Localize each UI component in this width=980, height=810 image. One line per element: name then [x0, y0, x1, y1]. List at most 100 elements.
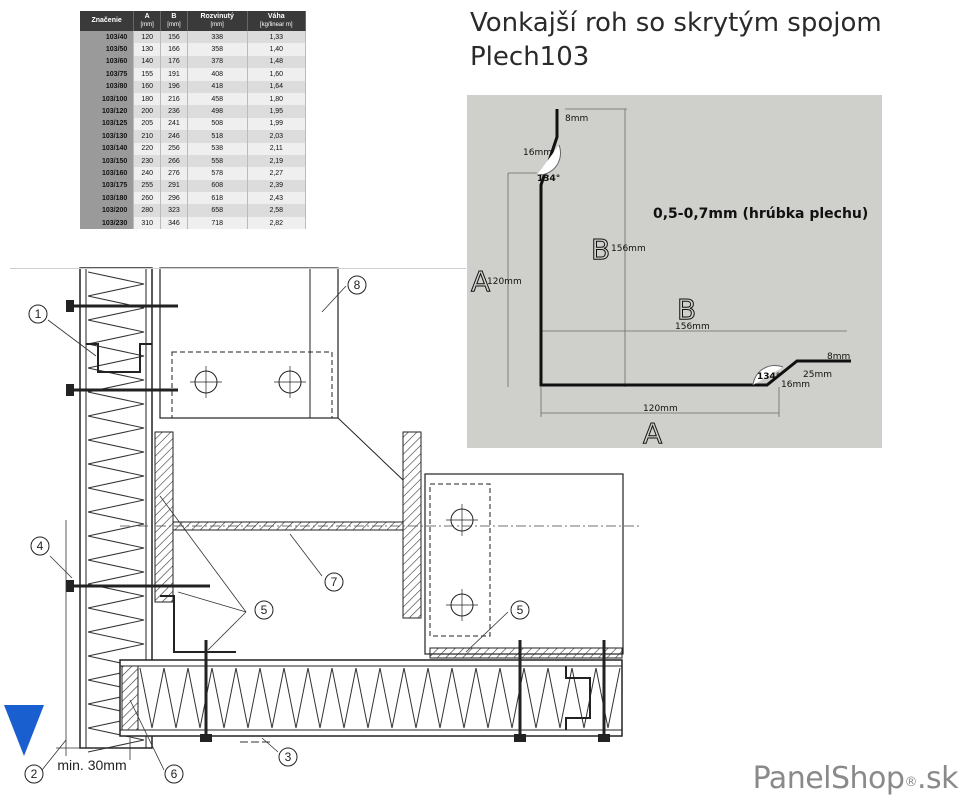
column-header-label: A — [144, 13, 150, 20]
table-cell: 210 — [133, 130, 162, 143]
letter-a-bottom: A — [643, 417, 662, 448]
table-cell: 166 — [160, 43, 188, 56]
table-cell: 255 — [133, 179, 162, 193]
table-cell: 103/175 — [80, 179, 135, 193]
table-cell: 323 — [160, 204, 188, 217]
dim-8-top: 8mm — [565, 114, 588, 124]
table-cell: 103/60 — [80, 55, 135, 69]
svg-text:3: 3 — [285, 750, 292, 764]
dim-156-vert: 156mm — [611, 244, 646, 254]
table-cell: 256 — [160, 142, 188, 155]
table-cell: 378 — [187, 55, 248, 69]
brand-logo: PanelShop®.sk — [752, 761, 959, 796]
table-cell: 266 — [160, 154, 188, 168]
table-cell: 538 — [187, 142, 248, 155]
column-header: Rozvinutý [mm] — [187, 11, 248, 31]
dim-16-top: 16mm — [523, 148, 552, 158]
table-cell: 276 — [160, 167, 188, 180]
column-header-label: Rozvinutý — [200, 13, 234, 20]
dim-25: 25mm — [803, 370, 832, 380]
svg-text:8: 8 — [354, 278, 361, 292]
table-cell: 658 — [187, 204, 248, 217]
blue-arrow-indicator — [4, 705, 44, 756]
dim-16-bottom: 16mm — [781, 380, 810, 390]
table-cell: 240 — [133, 167, 162, 180]
table-cell: 103/80 — [80, 80, 135, 93]
table-cell: 191 — [160, 68, 188, 81]
brand-registered: ® — [904, 775, 917, 790]
profile-drawing: 134° 134° 0,5-0,7mm (hrúbka plechu) A 12… — [467, 95, 882, 451]
table-cell: 458 — [187, 92, 248, 106]
table-cell: 196 — [160, 80, 188, 93]
title-line2: Plech103 — [470, 42, 590, 72]
column-header: B[mm] — [160, 11, 188, 31]
letter-a-left: A — [471, 265, 490, 298]
table-cell: 1,48 — [247, 55, 307, 69]
table-cell: 103/200 — [80, 204, 135, 217]
callout-2: 2 — [24, 764, 44, 784]
page-title: Vonkajší roh so skrytým spojom Plech103 — [470, 6, 882, 74]
column-header-unit: [mm] — [167, 22, 181, 28]
screws — [66, 300, 610, 742]
callout-7: 7 — [324, 572, 344, 592]
brand-name: PanelShop — [752, 761, 905, 796]
table-cell: 160 — [133, 80, 162, 93]
table-cell: 176 — [160, 55, 188, 69]
table-cell: 103/160 — [80, 167, 135, 180]
table-cell: 140 — [133, 55, 162, 69]
svg-text:4: 4 — [37, 539, 44, 553]
table-cell: 498 — [187, 105, 248, 118]
table-cell: 220 — [133, 142, 162, 155]
callout-5a: 5 — [254, 600, 274, 620]
callout-3: 3 — [278, 747, 298, 767]
column-header: A[mm] — [133, 11, 162, 31]
table-cell: 508 — [187, 117, 248, 131]
table-cell: 180 — [133, 92, 162, 106]
svg-text:7: 7 — [331, 575, 338, 589]
table-cell: 2,39 — [247, 179, 307, 193]
table-cell: 103/120 — [80, 105, 135, 118]
table-cell: 1,33 — [247, 31, 307, 44]
table-cell: 358 — [187, 43, 248, 56]
table-cell: 1,80 — [247, 92, 307, 106]
column-header-unit: [kg/linear m] — [259, 22, 293, 28]
svg-text:2: 2 — [31, 767, 38, 781]
table-cell: 608 — [187, 179, 248, 193]
table-cell: 338 — [187, 31, 248, 44]
dim-156-horiz: 156mm — [675, 322, 710, 332]
table-cell: 418 — [187, 80, 248, 93]
table-cell: 103/140 — [80, 142, 135, 155]
table-cell: 103/75 — [80, 68, 135, 81]
letter-b-horiz: B — [677, 293, 696, 326]
callout-4: 4 — [30, 536, 50, 556]
column-header-unit: [mm] — [210, 22, 224, 28]
title-line1: Vonkajší roh so skrytým spojom — [470, 8, 882, 38]
table-cell: 291 — [160, 179, 188, 193]
table-cell: 103/40 — [80, 31, 135, 44]
column-header: Váha[kg/linear m] — [247, 11, 307, 31]
horizontal-panel-joint — [565, 666, 591, 730]
table-cell: 120 — [133, 31, 162, 44]
table-cell: 103/50 — [80, 43, 135, 56]
corner-insulation-strip — [121, 665, 139, 731]
table-cell: 260 — [133, 192, 162, 205]
table-cell: 558 — [187, 154, 248, 168]
table-cell: 2,27 — [247, 167, 307, 180]
table-cell: 578 — [187, 167, 248, 180]
table-cell: 296 — [160, 192, 188, 205]
table-cell: 1,95 — [247, 105, 307, 118]
